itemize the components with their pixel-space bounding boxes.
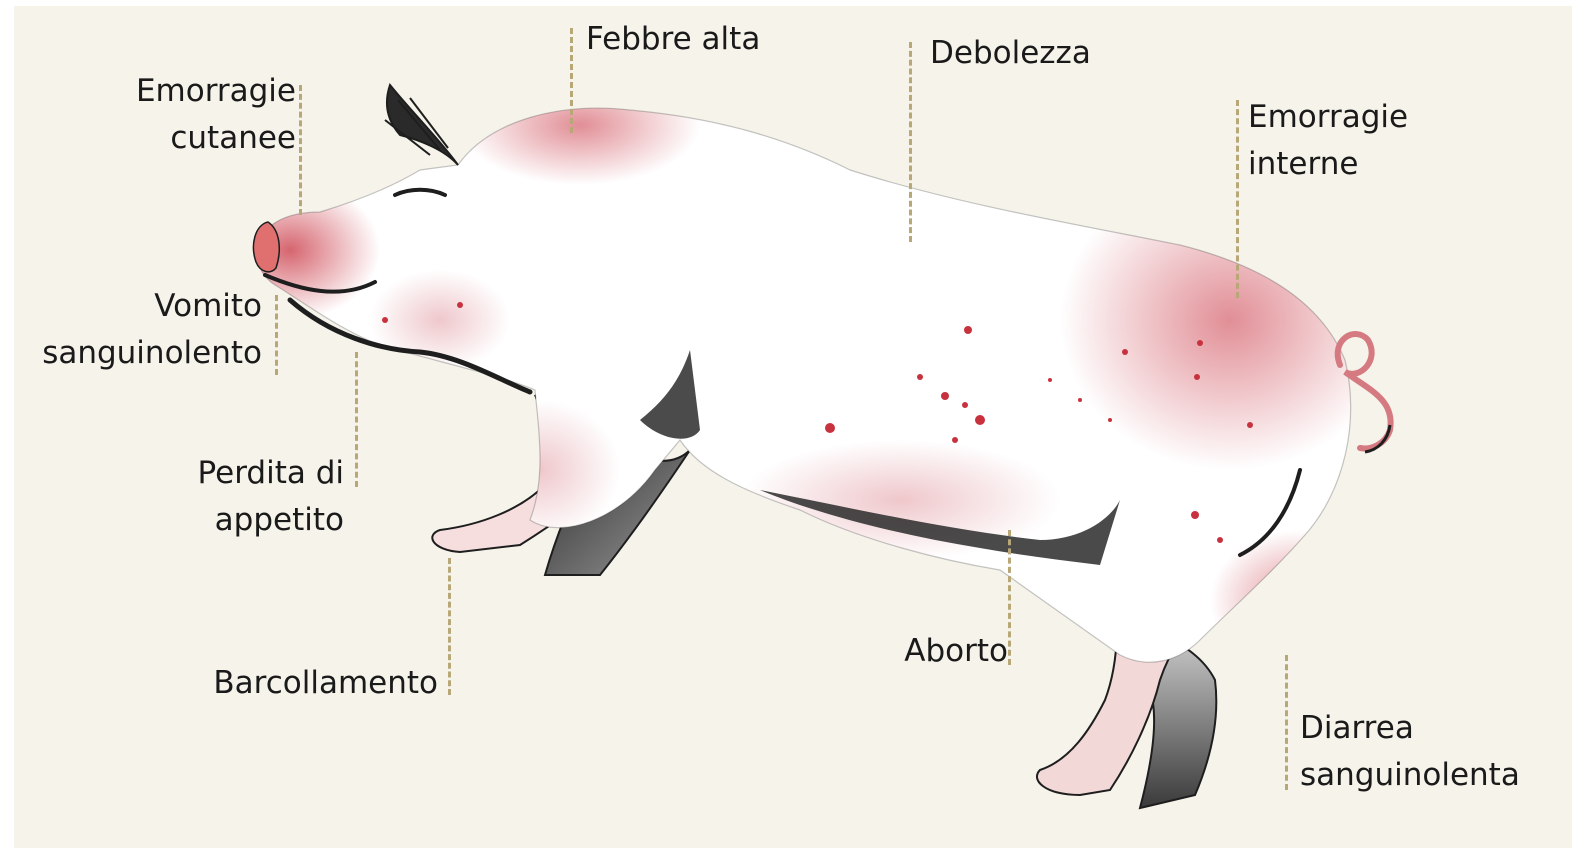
label-vomito-sanguinolento: Vomito sanguinolento	[42, 283, 262, 377]
leader-debolezza	[909, 42, 912, 242]
snout	[253, 222, 279, 272]
label-febbre-alta: Febbre alta	[586, 16, 760, 63]
leader-aborto	[1008, 530, 1011, 665]
label-debolezza: Debolezza	[930, 30, 1091, 77]
leader-emorragie-cutanee	[299, 85, 302, 215]
ear	[387, 85, 458, 165]
label-perdita-di-appetito: Perdita di appetito	[198, 450, 344, 544]
label-emorragie-interne: Emorragie interne	[1248, 94, 1408, 188]
label-diarrea-sanguinolenta: Diarrea sanguinolenta	[1300, 705, 1520, 799]
leader-vomito-sanguinolento	[275, 295, 278, 375]
leader-emorragie-interne	[1236, 100, 1239, 298]
label-aborto: Aborto	[904, 628, 1008, 675]
leader-perdita-di-appetito	[355, 352, 358, 487]
leader-barcollamento	[448, 558, 451, 695]
leader-febbre-alta	[570, 28, 573, 133]
leader-diarrea-sanguinolenta	[1285, 655, 1288, 790]
label-barcollamento: Barcollamento	[213, 660, 438, 707]
label-emorragie-cutanee: Emorragie cutanee	[136, 68, 296, 162]
